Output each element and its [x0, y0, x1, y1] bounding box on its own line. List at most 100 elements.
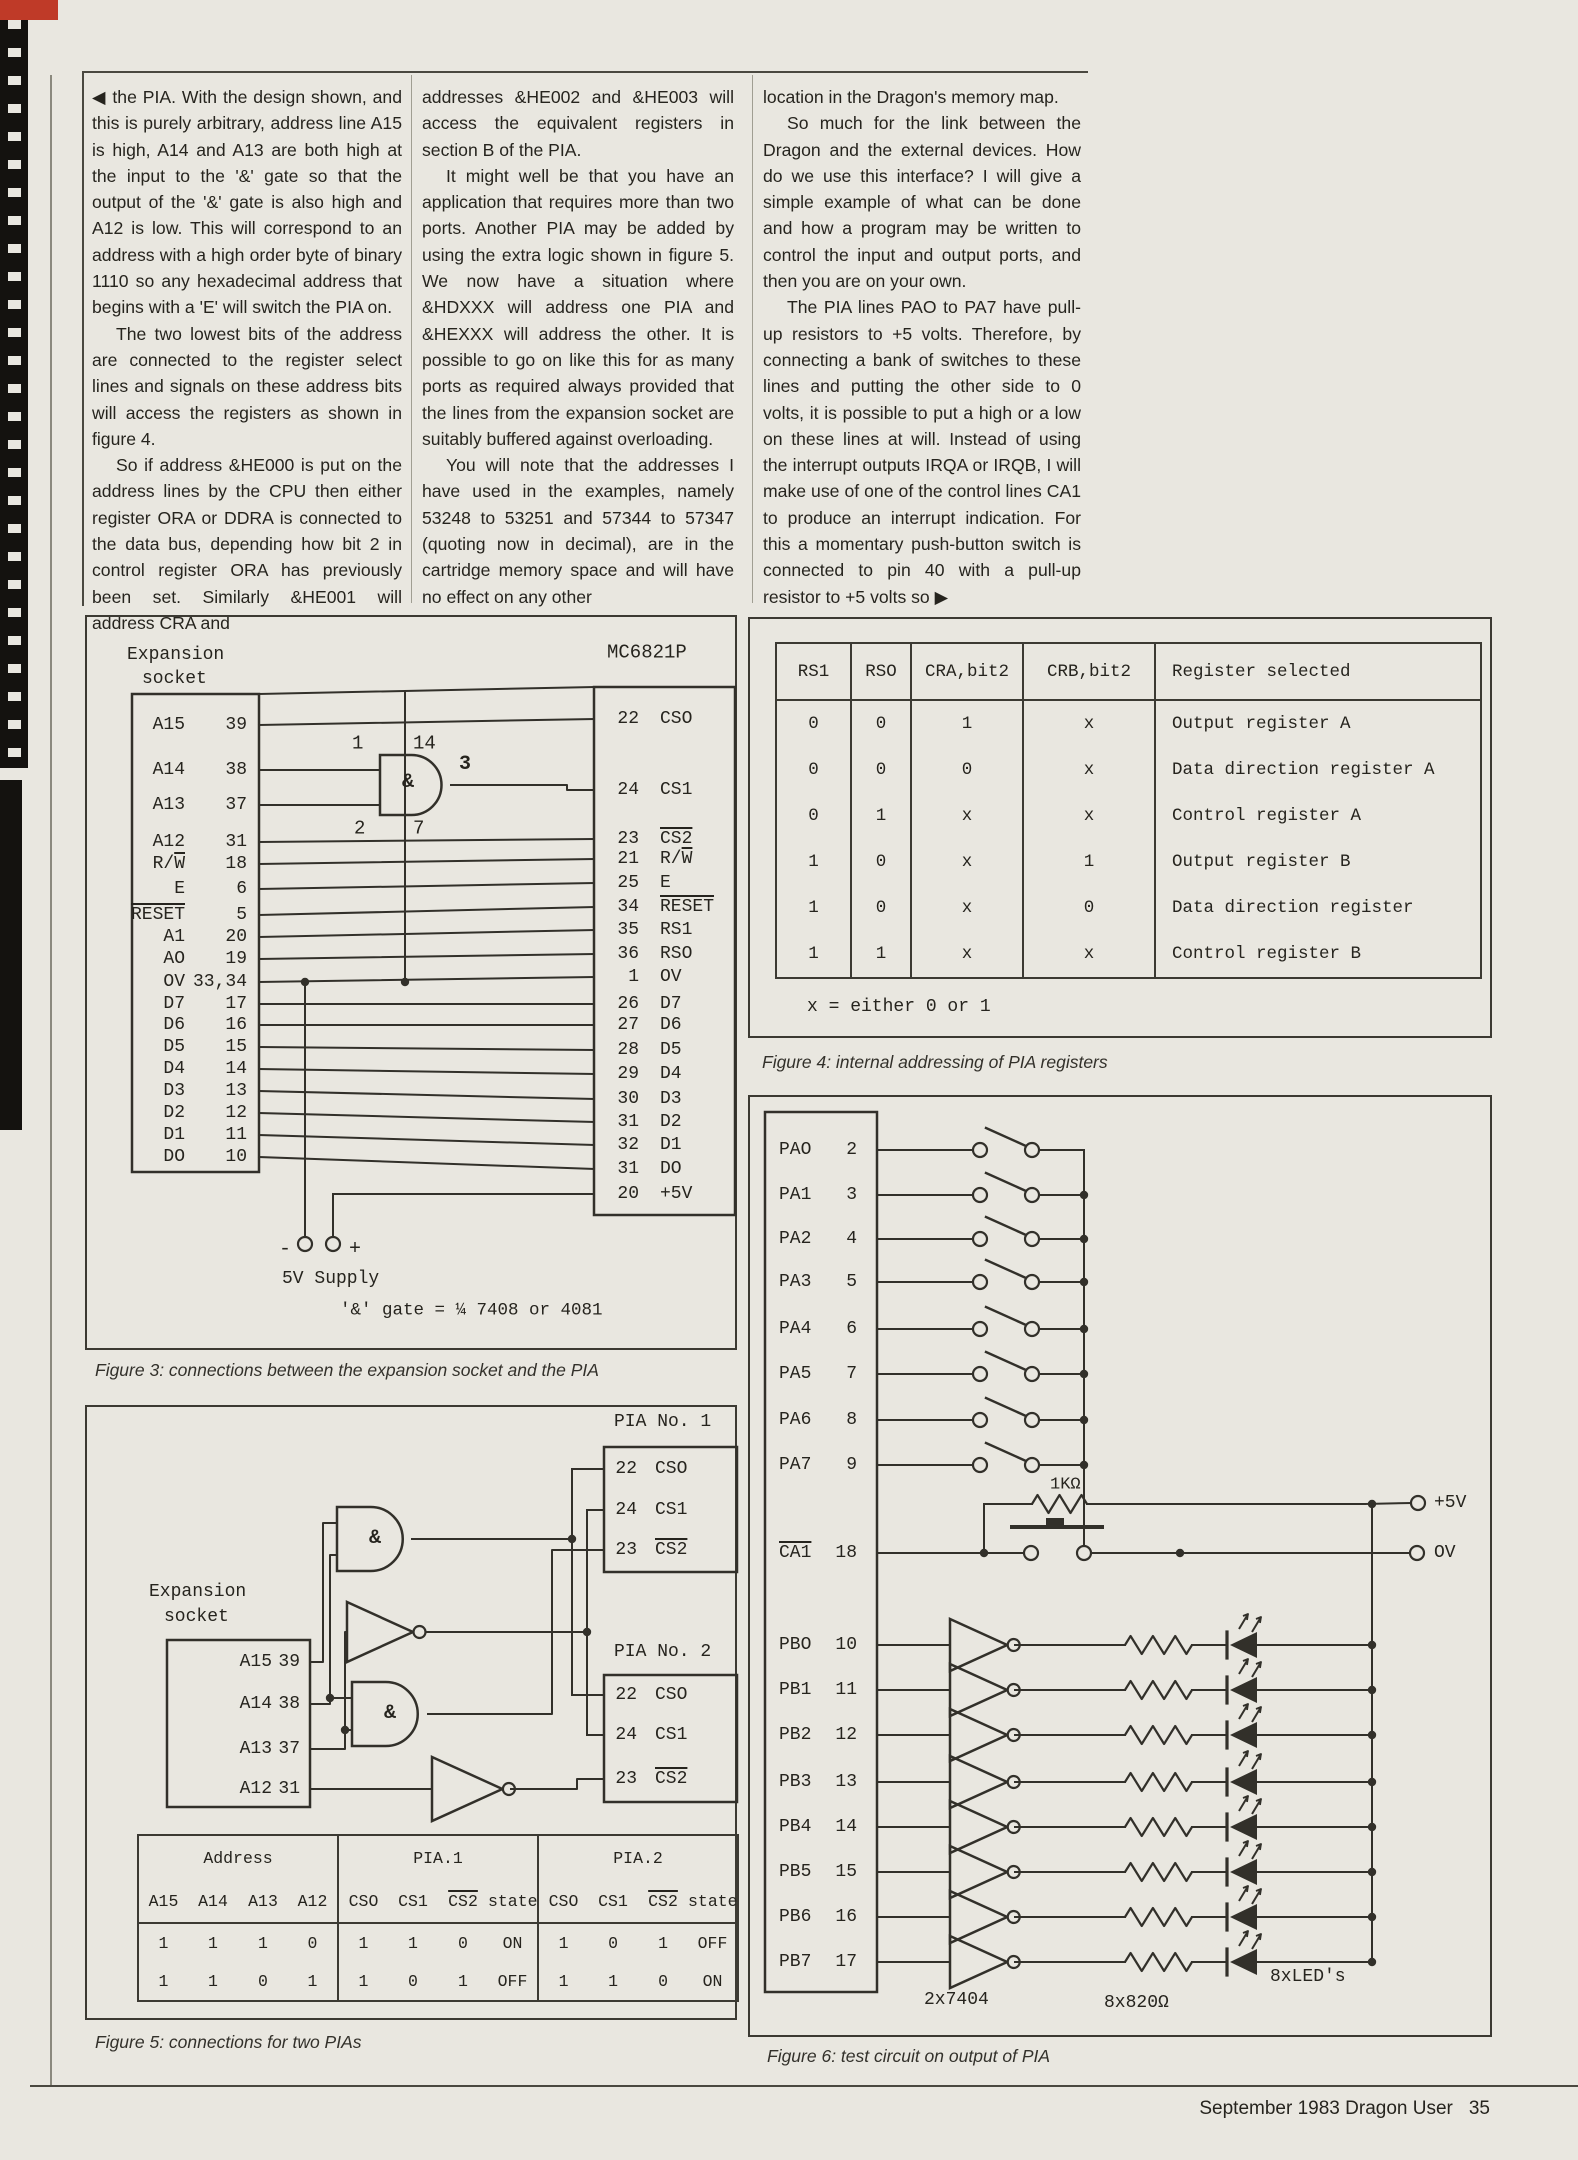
- pia1-pin-number: 23: [615, 1540, 637, 1560]
- table-cell: 0: [851, 700, 912, 747]
- table-cell: 1: [558, 1933, 569, 1953]
- article-column-2: addresses &HE002 and &HE003 will access …: [422, 84, 734, 610]
- ov-terminal-label: OV: [1434, 1543, 1456, 1563]
- and-gate-symbol: &: [384, 1702, 397, 1725]
- socket-pin-name: RESET: [130, 905, 185, 925]
- pb-pin-name: PB1: [779, 1680, 812, 1700]
- pia2-pin-number: 23: [615, 1769, 637, 1789]
- table-cell: x: [1023, 793, 1156, 839]
- chip-pin-number: 35: [617, 920, 639, 940]
- pia2-pin-number: 22: [615, 1685, 637, 1705]
- ca1-pin-name: CA1: [779, 1543, 812, 1563]
- table-cell: 0: [851, 839, 912, 885]
- chip-pin-number: 28: [617, 1040, 639, 1060]
- and-gate-symbol: &: [402, 771, 415, 794]
- pb-pin-number: 15: [835, 1862, 857, 1882]
- socket-pin-name: D3: [163, 1081, 185, 1101]
- chip-pin-name: DO: [660, 1159, 682, 1179]
- socket-pin-number: 17: [225, 994, 247, 1014]
- pia1-pin-number: 24: [615, 1500, 637, 1520]
- table-cell: 0: [258, 1971, 268, 1991]
- chip-pin-name: RESET: [660, 897, 715, 917]
- table-subheader: A12: [288, 1880, 339, 1924]
- footer-rule: [30, 2085, 1578, 2087]
- table-group-header: Address: [138, 1835, 339, 1880]
- pa-pin-number: 7: [846, 1364, 857, 1384]
- pia1-pin-name: CS2: [655, 1540, 688, 1560]
- table-subheader: state: [488, 1880, 540, 1924]
- gate-note: '&' gate = ¼ 7408 or 4081: [340, 1300, 603, 1321]
- socket-pin-number: 13: [225, 1081, 247, 1101]
- socket-pin-number: 6: [236, 879, 247, 899]
- socket-pin-name: D2: [163, 1103, 185, 1123]
- table-cell: OFF: [697, 1933, 728, 1953]
- paragraph: You will note that the addresses I have …: [422, 455, 734, 607]
- table-subheader: CS2: [638, 1880, 689, 1924]
- socket-pin-number: 20: [225, 927, 247, 947]
- socket-pin-name: D4: [163, 1059, 185, 1079]
- expansion-socket-title: Expansion: [127, 645, 225, 665]
- pb-pin-number: 11: [835, 1680, 857, 1700]
- table-cell: 1: [288, 1962, 339, 2001]
- table-cell: 1: [558, 1971, 569, 1991]
- pia1-pin-number: 22: [615, 1459, 637, 1479]
- textblock-left-rule: [82, 71, 84, 606]
- table-cell: ON: [488, 1923, 540, 1962]
- gate-pin-14: 14: [413, 732, 436, 755]
- chip-pin-number: 29: [617, 1064, 639, 1084]
- plus5v-terminal-label: +5V: [1434, 1493, 1467, 1513]
- chip-pin-name: RS1: [660, 920, 693, 940]
- figure-3-circuit-svg: [130, 685, 737, 1253]
- socket-pin-name: A15: [152, 715, 185, 735]
- table-cell: 1: [158, 1971, 169, 1991]
- socket-pin-name: D6: [163, 1015, 185, 1035]
- pia2-pin-number: 24: [615, 1725, 637, 1745]
- table-cell: 1: [208, 1933, 218, 1953]
- article-column-3: location in the Dragon's memory map. So m…: [763, 84, 1081, 610]
- footer-page-number: 35: [1468, 2098, 1490, 2119]
- chip-pin-number: 36: [617, 944, 639, 964]
- table-cell: 1: [608, 1971, 618, 1991]
- socket-pin-name: DO: [163, 1147, 185, 1167]
- paragraph: location in the Dragon's memory map.: [763, 87, 1059, 107]
- pa-pin-name: PA2: [779, 1229, 812, 1249]
- table-subheader: state: [688, 1880, 739, 1924]
- table-cell: Output register B: [1172, 852, 1351, 872]
- socket-pin-name: D7: [163, 994, 185, 1014]
- chip-pin-number: 21: [617, 849, 639, 869]
- table-cell: 1: [408, 1933, 418, 1953]
- socket-pin-number: 19: [225, 949, 247, 969]
- socket-pin-number: 15: [225, 1037, 247, 1057]
- table-cell: 1: [158, 1933, 169, 1953]
- table-subheader: CSO: [338, 1880, 388, 1924]
- chip-pin-name: D4: [660, 1064, 682, 1084]
- socket-pin-number: 33,34: [192, 972, 247, 992]
- chip-pin-number: 26: [617, 994, 639, 1014]
- figure-4-note: x = either 0 or 1: [807, 997, 991, 1017]
- table-cell: 1: [911, 700, 1024, 747]
- chip-pin-name: D2: [660, 1112, 682, 1132]
- pb-pin-name: PB4: [779, 1817, 812, 1837]
- and-gate-symbol: &: [369, 1527, 382, 1550]
- figure-5-circuit-svg: [165, 1445, 739, 1823]
- socket-pin-name: AO: [163, 949, 185, 969]
- paragraph: So much for the link between the Dragon …: [763, 113, 1081, 292]
- socket-pin-number: 16: [225, 1015, 247, 1035]
- table-cell: x: [911, 885, 1024, 931]
- chip-pin-name: D6: [660, 1015, 682, 1035]
- page-edge-rule: [50, 75, 52, 2085]
- resistors-label: 8x820Ω: [1104, 1993, 1169, 2013]
- figure-4-caption: Figure 4: internal addressing of PIA reg…: [762, 1052, 1108, 1072]
- pia1-title: PIA No. 1: [614, 1412, 712, 1432]
- table-cell: Control register B: [1172, 944, 1362, 964]
- table-cell: x: [911, 931, 1024, 978]
- paragraph: The two lowest bits of the address are c…: [92, 323, 402, 449]
- pa-pin-number: 9: [846, 1455, 857, 1475]
